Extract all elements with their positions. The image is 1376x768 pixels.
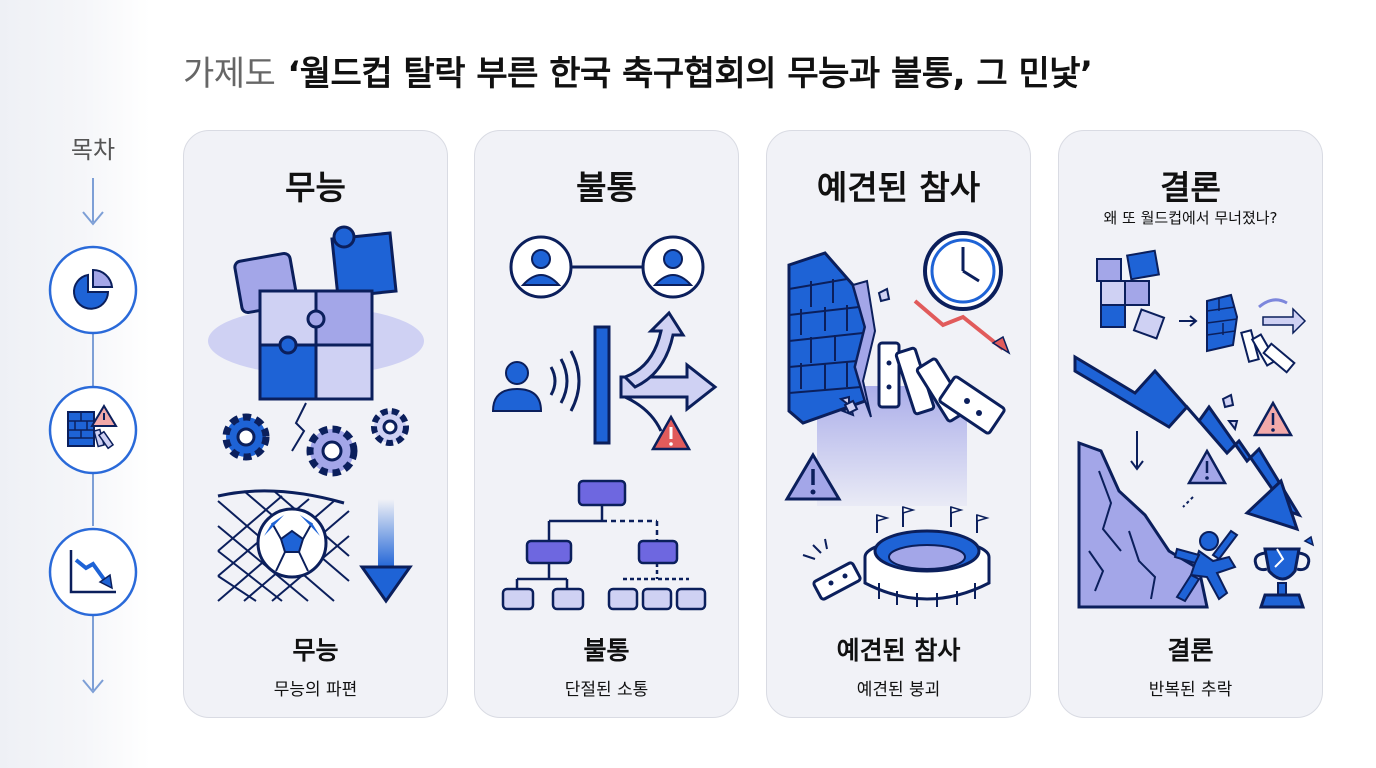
broken-wall-icon[interactable] <box>48 385 138 475</box>
card-conclusion[interactable]: 결론 왜 또 월드컵에서 무너졌나? <box>1058 130 1323 718</box>
toc-label: 목차 <box>70 136 116 164</box>
left-gradient-panel <box>0 0 150 768</box>
falling-person-icon <box>1173 529 1239 603</box>
title-main: ‘월드컵 탈락 부른 한국 축구협회의 무능과 불통, 그 민낯’ <box>287 54 1093 94</box>
soccer-net-icon <box>217 489 350 602</box>
stadium-icon <box>802 505 991 607</box>
dominoes-icon <box>843 341 1006 435</box>
warning-icon <box>650 414 692 451</box>
down-arrow-icon <box>359 499 413 604</box>
clock-icon <box>913 231 1011 355</box>
title-prefix: 가제도 <box>183 54 276 94</box>
puzzle-icon <box>1096 249 1198 340</box>
card-footer-subtitle: 단절된 소통 <box>564 680 649 700</box>
cliff-icon <box>1077 431 1209 609</box>
card-illustration <box>491 235 718 611</box>
page-title: 가제도 ‘월드컵 탈락 부른 한국 축구협회의 무능과 불통, 그 민낯’ <box>183 46 1093 95</box>
card-illustration <box>784 231 1011 607</box>
card-title: 무능 <box>285 168 346 207</box>
connected-users-icon <box>509 235 705 299</box>
warning-icon <box>1186 400 1294 485</box>
card-foreseen-disaster[interactable]: 예견된 참사 <box>766 130 1031 718</box>
gears-icon <box>222 408 409 477</box>
card-subtitle: 왜 또 월드컵에서 무너졌나? <box>1103 209 1278 227</box>
card-footer-title: 예견된 참사 <box>836 636 961 665</box>
crumbling-wall-icon <box>787 251 891 425</box>
pie-chart-icon[interactable] <box>48 245 138 335</box>
toc-sidebar: 목차 <box>46 130 140 700</box>
decline-chart-icon[interactable] <box>48 527 138 617</box>
puzzle-icon <box>208 225 424 452</box>
warning-icon <box>784 452 842 501</box>
card-title: 결론 <box>1160 168 1221 207</box>
card-miscommunication[interactable]: 불통 <box>474 130 739 718</box>
card-title: 불통 <box>576 168 637 207</box>
card-footer-title: 불통 <box>583 636 630 665</box>
card-footer-title: 무능 <box>292 636 339 665</box>
toc-graphic <box>48 178 138 694</box>
card-illustration <box>208 225 424 604</box>
org-chart-icon <box>501 479 707 611</box>
blocked-speech-icon <box>491 310 718 445</box>
card-title: 예견된 참사 <box>816 168 981 207</box>
card-footer-subtitle: 반복된 추락 <box>1148 680 1233 700</box>
card-footer-subtitle: 무능의 파편 <box>273 680 358 700</box>
card-incompetence[interactable]: 무능 <box>183 130 448 718</box>
card-illustration <box>1073 249 1315 609</box>
broken-trophy-icon <box>1253 535 1315 609</box>
card-footer-subtitle: 예견된 붕괴 <box>856 680 941 700</box>
card-footer-title: 결론 <box>1167 636 1214 665</box>
wall-dominoes-icon <box>1206 293 1307 374</box>
falling-arrow-icon <box>1073 354 1303 532</box>
